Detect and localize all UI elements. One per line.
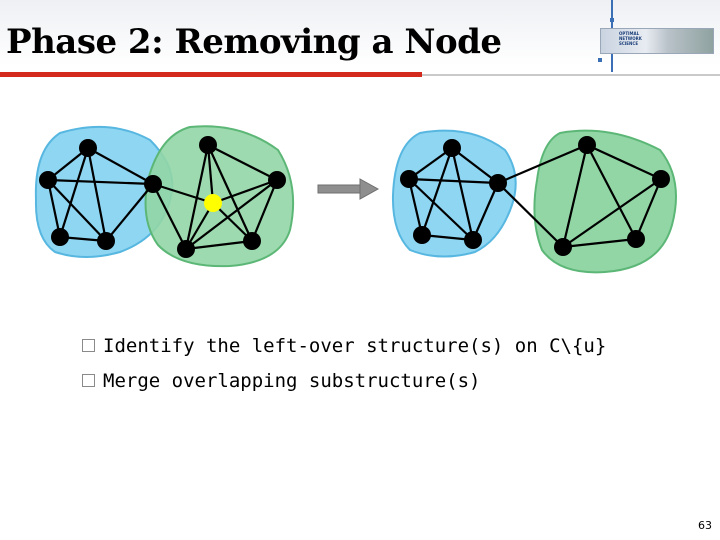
graph-node [268,171,286,189]
bullet-list: Identify the left-over structure(s) on C… [82,328,606,398]
graph-node [243,232,261,250]
removed-node-u [204,194,222,212]
graph-node [400,170,418,188]
graph-node [97,232,115,250]
slide-title: Phase 2: Removing a Node [6,22,502,62]
graph-node [489,174,507,192]
graph-node [199,136,217,154]
decorative-square [598,58,602,62]
graph-node [578,136,596,154]
bullet-text: Merge overlapping substructure(s) [103,370,481,392]
optimal-network-science-logo: OPTIMAL NETWORK SCIENCE [600,28,714,54]
graph-node [464,231,482,249]
bullet-item: Identify the left-over structure(s) on C… [82,328,606,363]
checkbox-bullet-icon [82,374,95,387]
checkbox-bullet-icon [82,339,95,352]
graph-node [144,175,162,193]
decorative-square [610,18,614,22]
graph-node [443,139,461,157]
graph-node [79,139,97,157]
graph-node [39,171,57,189]
graph-node [554,238,572,256]
node-removal-diagram [0,110,720,290]
transition-arrow [318,179,378,199]
page-number: 63 [698,519,712,532]
title-underline-red [0,72,422,77]
title-underline-gray [422,74,720,76]
bullet-item: Merge overlapping substructure(s) [82,363,606,398]
graph-node [51,228,69,246]
graph-node [413,226,431,244]
graph-node [652,170,670,188]
logo-line: SCIENCE [619,41,642,46]
graph-node [177,240,195,258]
graph-node [627,230,645,248]
bullet-text: Identify the left-over structure(s) on C… [103,335,606,357]
